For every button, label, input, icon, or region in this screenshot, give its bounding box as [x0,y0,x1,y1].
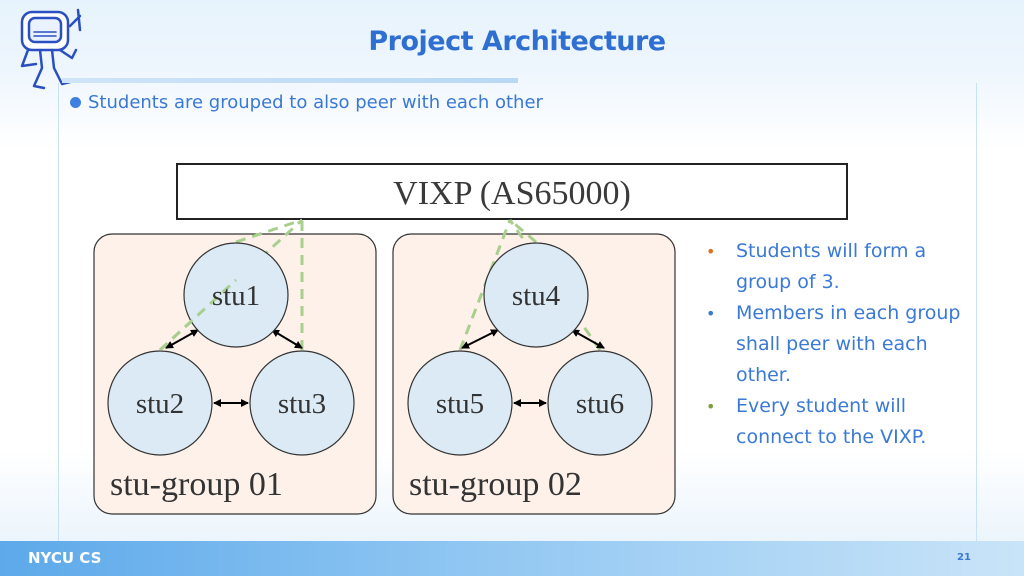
footer-bar: NYCU CS 21 [0,541,1024,576]
node-label-stu6: stu6 [576,388,624,420]
bullet-dot-icon: • [706,397,716,416]
node-stu6 [547,350,653,456]
node-stu3 [249,350,355,456]
node-label-stu1: stu1 [212,280,260,312]
bullet-dot-icon: • [706,304,716,323]
group-label-01: stu-group 01 [110,466,283,503]
node-stu5 [407,350,513,456]
peer-arrow-stu4-stu6 [571,329,605,349]
slide-title: Project Architecture [368,26,666,57]
title-underline [62,78,518,83]
note-item: • Every student will connect to the VIXP… [706,391,976,453]
vixp-label: VIXP (AS65000) [393,175,631,212]
bullet-dot-icon [70,97,81,108]
vixp-link-stu1 [235,218,303,244]
node-stu1 [183,242,289,348]
vixp-box [176,163,848,220]
node-label-stu3: stu3 [278,388,326,420]
node-label-stu2: stu2 [136,388,184,420]
node-stu4 [483,242,589,348]
notes-list: • Students will form a group of 3. • Mem… [706,236,976,453]
note-item: • Students will form a group of 3. [706,236,976,298]
intro-bullet: Students are grouped to also peer with e… [70,92,543,113]
node-label-stu4: stu4 [512,280,561,312]
node-stu2 [107,350,213,456]
note-text: Students will form a group of 3. [736,240,927,293]
footer-label: NYCU CS [28,549,102,567]
page-number: 21 [957,552,971,563]
peer-arrow-stu4-stu5 [461,329,499,349]
peer-arrow-stu1-stu2 [165,329,199,349]
note-item: • Members in each group shall peer with … [706,298,976,391]
vixp-link-stu4 [509,218,537,244]
peer-arrow-stu1-stu3 [271,329,303,349]
vixp-link-stu6 [508,219,602,351]
note-text: Every student will connect to the VIXP. [736,395,927,448]
group-label-02: stu-group 02 [409,466,582,503]
node-label-stu5: stu5 [436,388,484,420]
intro-bullet-text: Students are grouped to also peer with e… [88,92,543,113]
robot-mascot-logo [20,8,82,90]
bullet-dot-icon: • [706,242,716,261]
vixp-link-stu1-overlay [158,278,238,352]
note-text: Members in each group shall peer with ea… [736,302,961,386]
vixp-link-stu2 [158,218,304,352]
